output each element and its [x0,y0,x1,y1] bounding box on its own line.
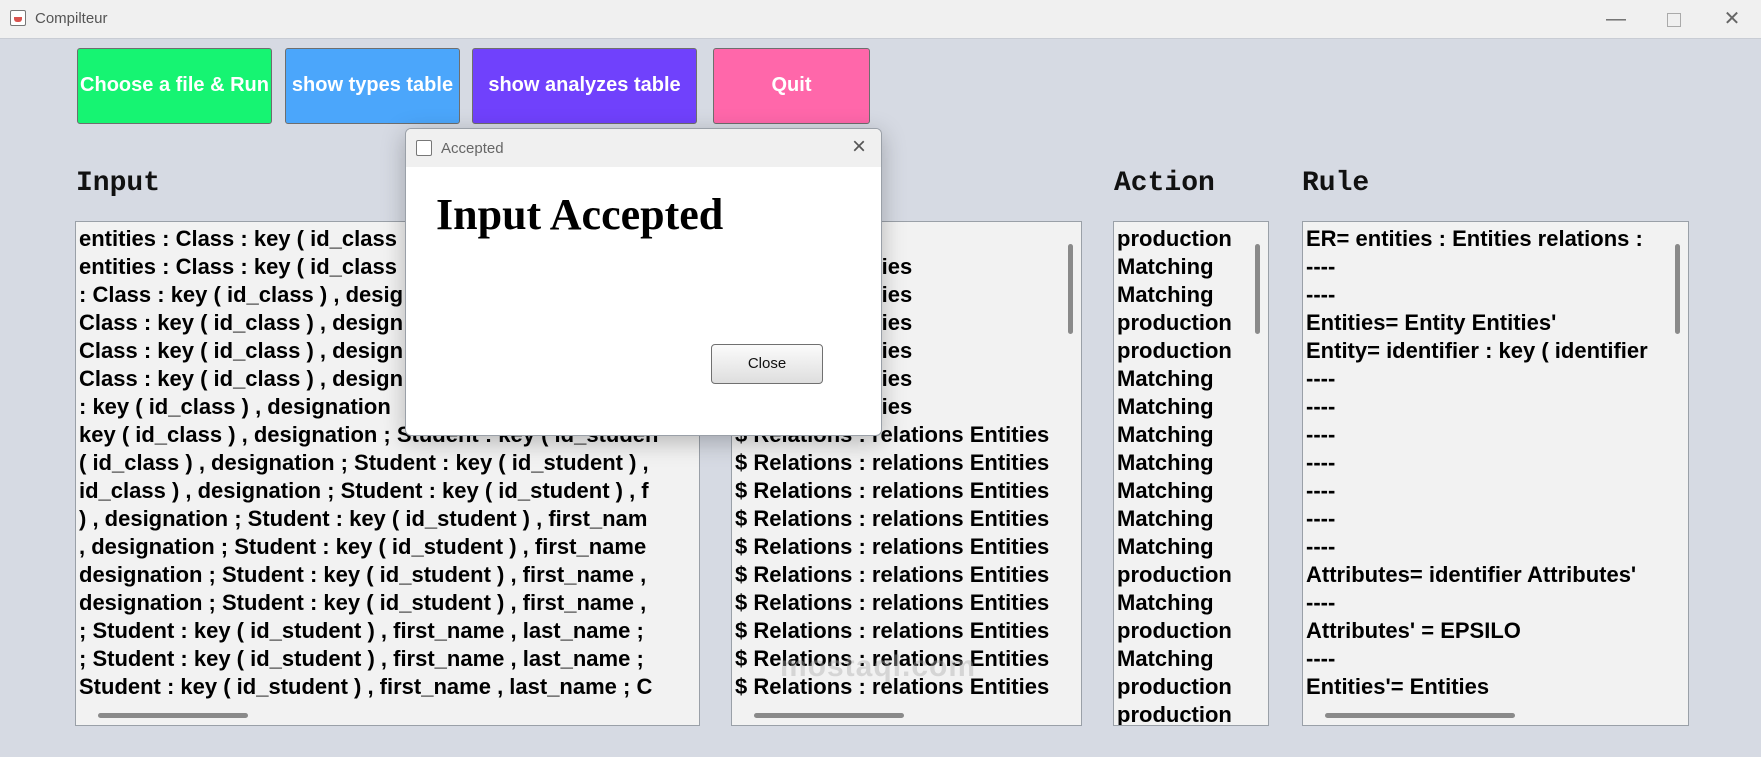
stack-line: $ Relations : relations Entities [735,506,1050,531]
action-heading: Action [1114,168,1215,199]
action-line: production [1117,618,1232,643]
stack-line: $ Relations : relations Entities [735,534,1050,559]
input-line: Class : key ( id_class ) , design [79,338,404,363]
input-horizontal-scrollbar[interactable] [98,713,248,718]
rule-line: ---- [1306,366,1336,391]
stack-vertical-scrollbar[interactable] [1068,244,1073,334]
rule-horizontal-scrollbar[interactable] [1325,713,1515,718]
title-bar: Compilteur — ✕ [0,0,1761,39]
input-line: designation ; Student : key ( id_student… [79,562,647,587]
action-line: production [1117,674,1232,699]
input-line: : key ( id_class ) , designation [79,394,391,419]
rule-line: Entities= Entity Entities' [1306,310,1557,335]
input-line: , designation ; Student : key ( id_stude… [79,534,647,559]
action-line: Matching [1117,254,1214,279]
action-line: Matching [1117,534,1214,559]
maximize-button[interactable] [1645,0,1703,38]
input-line: ) , designation ; Student : key ( id_stu… [79,506,648,531]
action-line: production [1117,562,1232,587]
input-line: designation ; Student : key ( id_student… [79,590,647,615]
action-line: production [1117,338,1232,363]
stack-line: $ Relations : relations Entities [735,646,1050,671]
action-line: production [1117,226,1232,251]
rule-line: Entities'= Entities [1306,674,1490,699]
input-heading: Input [76,168,161,199]
rule-line: Entity= identifier : key ( identifier [1306,338,1648,363]
input-line: ( id_class ) , designation ; Student : k… [79,450,649,475]
action-vertical-scrollbar[interactable] [1255,244,1260,334]
rule-line: Attributes' = EPSILO [1306,618,1521,643]
maximize-icon [1667,12,1681,27]
action-line: Matching [1117,646,1214,671]
quit-button[interactable]: Quit [713,48,870,124]
rule-line: Attributes= identifier Attributes' [1306,562,1637,587]
rule-line: ---- [1306,282,1336,307]
minimize-button[interactable]: — [1606,8,1626,30]
action-line: Matching [1117,450,1214,475]
rule-line: ---- [1306,646,1336,671]
action-line: Matching [1117,478,1214,503]
rule-vertical-scrollbar[interactable] [1675,244,1680,334]
action-line: production [1117,702,1232,726]
rule-line: ER= entities : Entities relations : [1306,226,1643,251]
action-line: Matching [1117,394,1214,419]
input-line: Student : key ( id_student ) , first_nam… [79,674,653,699]
action-line: Matching [1117,282,1214,307]
rule-line: ---- [1306,534,1336,559]
action-line: Matching [1117,506,1214,531]
dialog-title-bar: Accepted × [406,129,881,167]
input-line: entities : Class : key ( id_class [79,254,397,279]
input-line: ; Student : key ( id_student ) , first_n… [79,618,644,643]
input-line: ; Student : key ( id_student ) , first_n… [79,646,644,671]
stack-line: $ Relations : relations Entities [735,562,1050,587]
rule-panel[interactable]: ER= entities : Entities relations : ---- -… [1302,221,1689,726]
stack-line: $ Relations : relations Entities [735,478,1050,503]
java-cup-icon [10,10,26,26]
accepted-dialog: Accepted × Input Accepted Close [405,128,882,436]
window-title: Compilteur [35,10,108,27]
rule-line: ---- [1306,506,1336,531]
action-line: production [1117,310,1232,335]
rule-line: ---- [1306,422,1336,447]
rule-line: ---- [1306,450,1336,475]
input-line: : Class : key ( id_class ) , desig [79,282,404,307]
show-analyzes-table-button[interactable]: show analyzes table [472,48,697,124]
action-line: Matching [1117,422,1214,447]
close-window-button[interactable]: ✕ [1723,8,1741,30]
rule-line: ---- [1306,394,1336,419]
action-line: Matching [1117,590,1214,615]
java-cup-icon [416,140,432,156]
choose-file-run-button[interactable]: Choose a file & Run [77,48,272,124]
rule-line: ---- [1306,590,1336,615]
dialog-title: Accepted [441,140,504,157]
stack-line: $ Relations : relations Entities [735,674,1050,699]
dialog-close-button[interactable]: Close [711,344,823,384]
rule-line: ---- [1306,254,1336,279]
input-line: id_class ) , designation ; Student : key… [79,478,649,503]
dialog-message: Input Accepted [436,190,724,239]
rule-line: ---- [1306,478,1336,503]
rule-heading: Rule [1302,168,1370,199]
stack-line: $ Relations : relations Entities [735,450,1050,475]
input-line: Class : key ( id_class ) , design [79,366,404,391]
action-line: Matching [1117,366,1214,391]
input-line: entities : Class : key ( id_class [79,226,397,251]
show-types-table-button[interactable]: show types table [285,48,460,124]
stack-line: $ Relations : relations Entities [735,618,1050,643]
stack-horizontal-scrollbar[interactable] [754,713,904,718]
watermark: mostaql.com [780,650,977,683]
input-line: Class : key ( id_class ) , design [79,310,404,335]
dialog-close-icon[interactable]: × [851,133,866,160]
stack-line: $ Relations : relations Entities [735,590,1050,615]
